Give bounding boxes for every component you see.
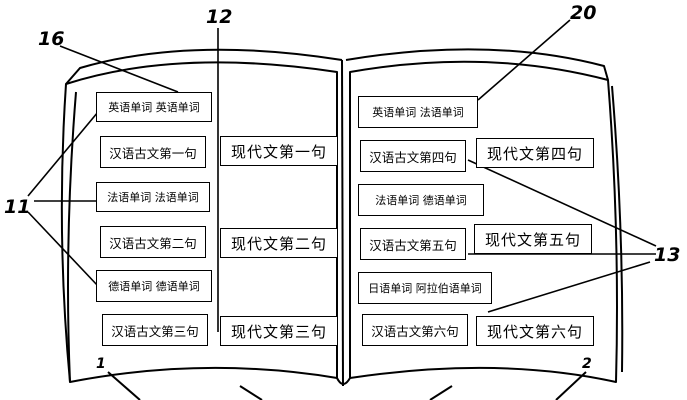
vocab-box: 德语单词 德语单词 bbox=[96, 270, 212, 302]
stand-mid-right bbox=[429, 385, 453, 400]
ref-11: 11 bbox=[4, 196, 31, 218]
leader-16 bbox=[59, 45, 179, 93]
spine-bottom bbox=[336, 377, 351, 385]
ref-13: 13 bbox=[654, 244, 681, 266]
classical-sentence-box: 汉语古文第一句 bbox=[100, 136, 206, 168]
ref-2: 2 bbox=[582, 356, 592, 372]
modern-sentence-box: 现代文第三句 bbox=[220, 316, 338, 346]
vocab-box: 日语单词 阿拉伯语单词 bbox=[358, 272, 492, 304]
modern-sentence-box: 现代文第五句 bbox=[474, 224, 592, 254]
right-page-edge bbox=[345, 48, 609, 81]
left-cover-edge bbox=[67, 91, 77, 383]
modern-sentence-box: 现代文第四句 bbox=[476, 138, 594, 168]
leader-11c bbox=[27, 211, 99, 287]
classical-sentence-box: 汉语古文第五句 bbox=[360, 228, 466, 260]
left-page-outline bbox=[60, 61, 338, 383]
leader-13c bbox=[487, 261, 651, 313]
vocab-box: 英语单词 英语单词 bbox=[96, 92, 212, 122]
vocab-box: 法语单词 法语单词 bbox=[96, 182, 210, 212]
stand-right bbox=[555, 371, 587, 400]
classical-sentence-box: 汉语古文第六句 bbox=[362, 314, 468, 346]
ref-12: 12 bbox=[206, 6, 233, 28]
spine-line bbox=[341, 59, 344, 387]
vocab-box: 英语单词 法语单词 bbox=[358, 96, 478, 128]
leader-20 bbox=[477, 19, 571, 101]
ref-1: 1 bbox=[96, 356, 106, 372]
modern-sentence-box: 现代文第一句 bbox=[220, 136, 338, 166]
right-page-outline bbox=[349, 60, 618, 383]
modern-sentence-box: 现代文第二句 bbox=[220, 228, 338, 258]
leader-11a bbox=[27, 111, 99, 197]
classical-sentence-box: 汉语古文第四句 bbox=[360, 140, 466, 172]
ref-16: 16 bbox=[38, 28, 65, 50]
leader-13a bbox=[467, 159, 657, 247]
vocab-box: 法语单词 德语单词 bbox=[358, 184, 484, 216]
modern-sentence-box: 现代文第六句 bbox=[476, 316, 594, 346]
classical-sentence-box: 汉语古文第二句 bbox=[100, 226, 206, 258]
left-page-edge bbox=[65, 48, 343, 85]
stand-left bbox=[107, 371, 141, 400]
classical-sentence-box: 汉语古文第三句 bbox=[102, 314, 208, 346]
stand-mid-left bbox=[239, 385, 263, 400]
ref-20: 20 bbox=[570, 2, 597, 24]
